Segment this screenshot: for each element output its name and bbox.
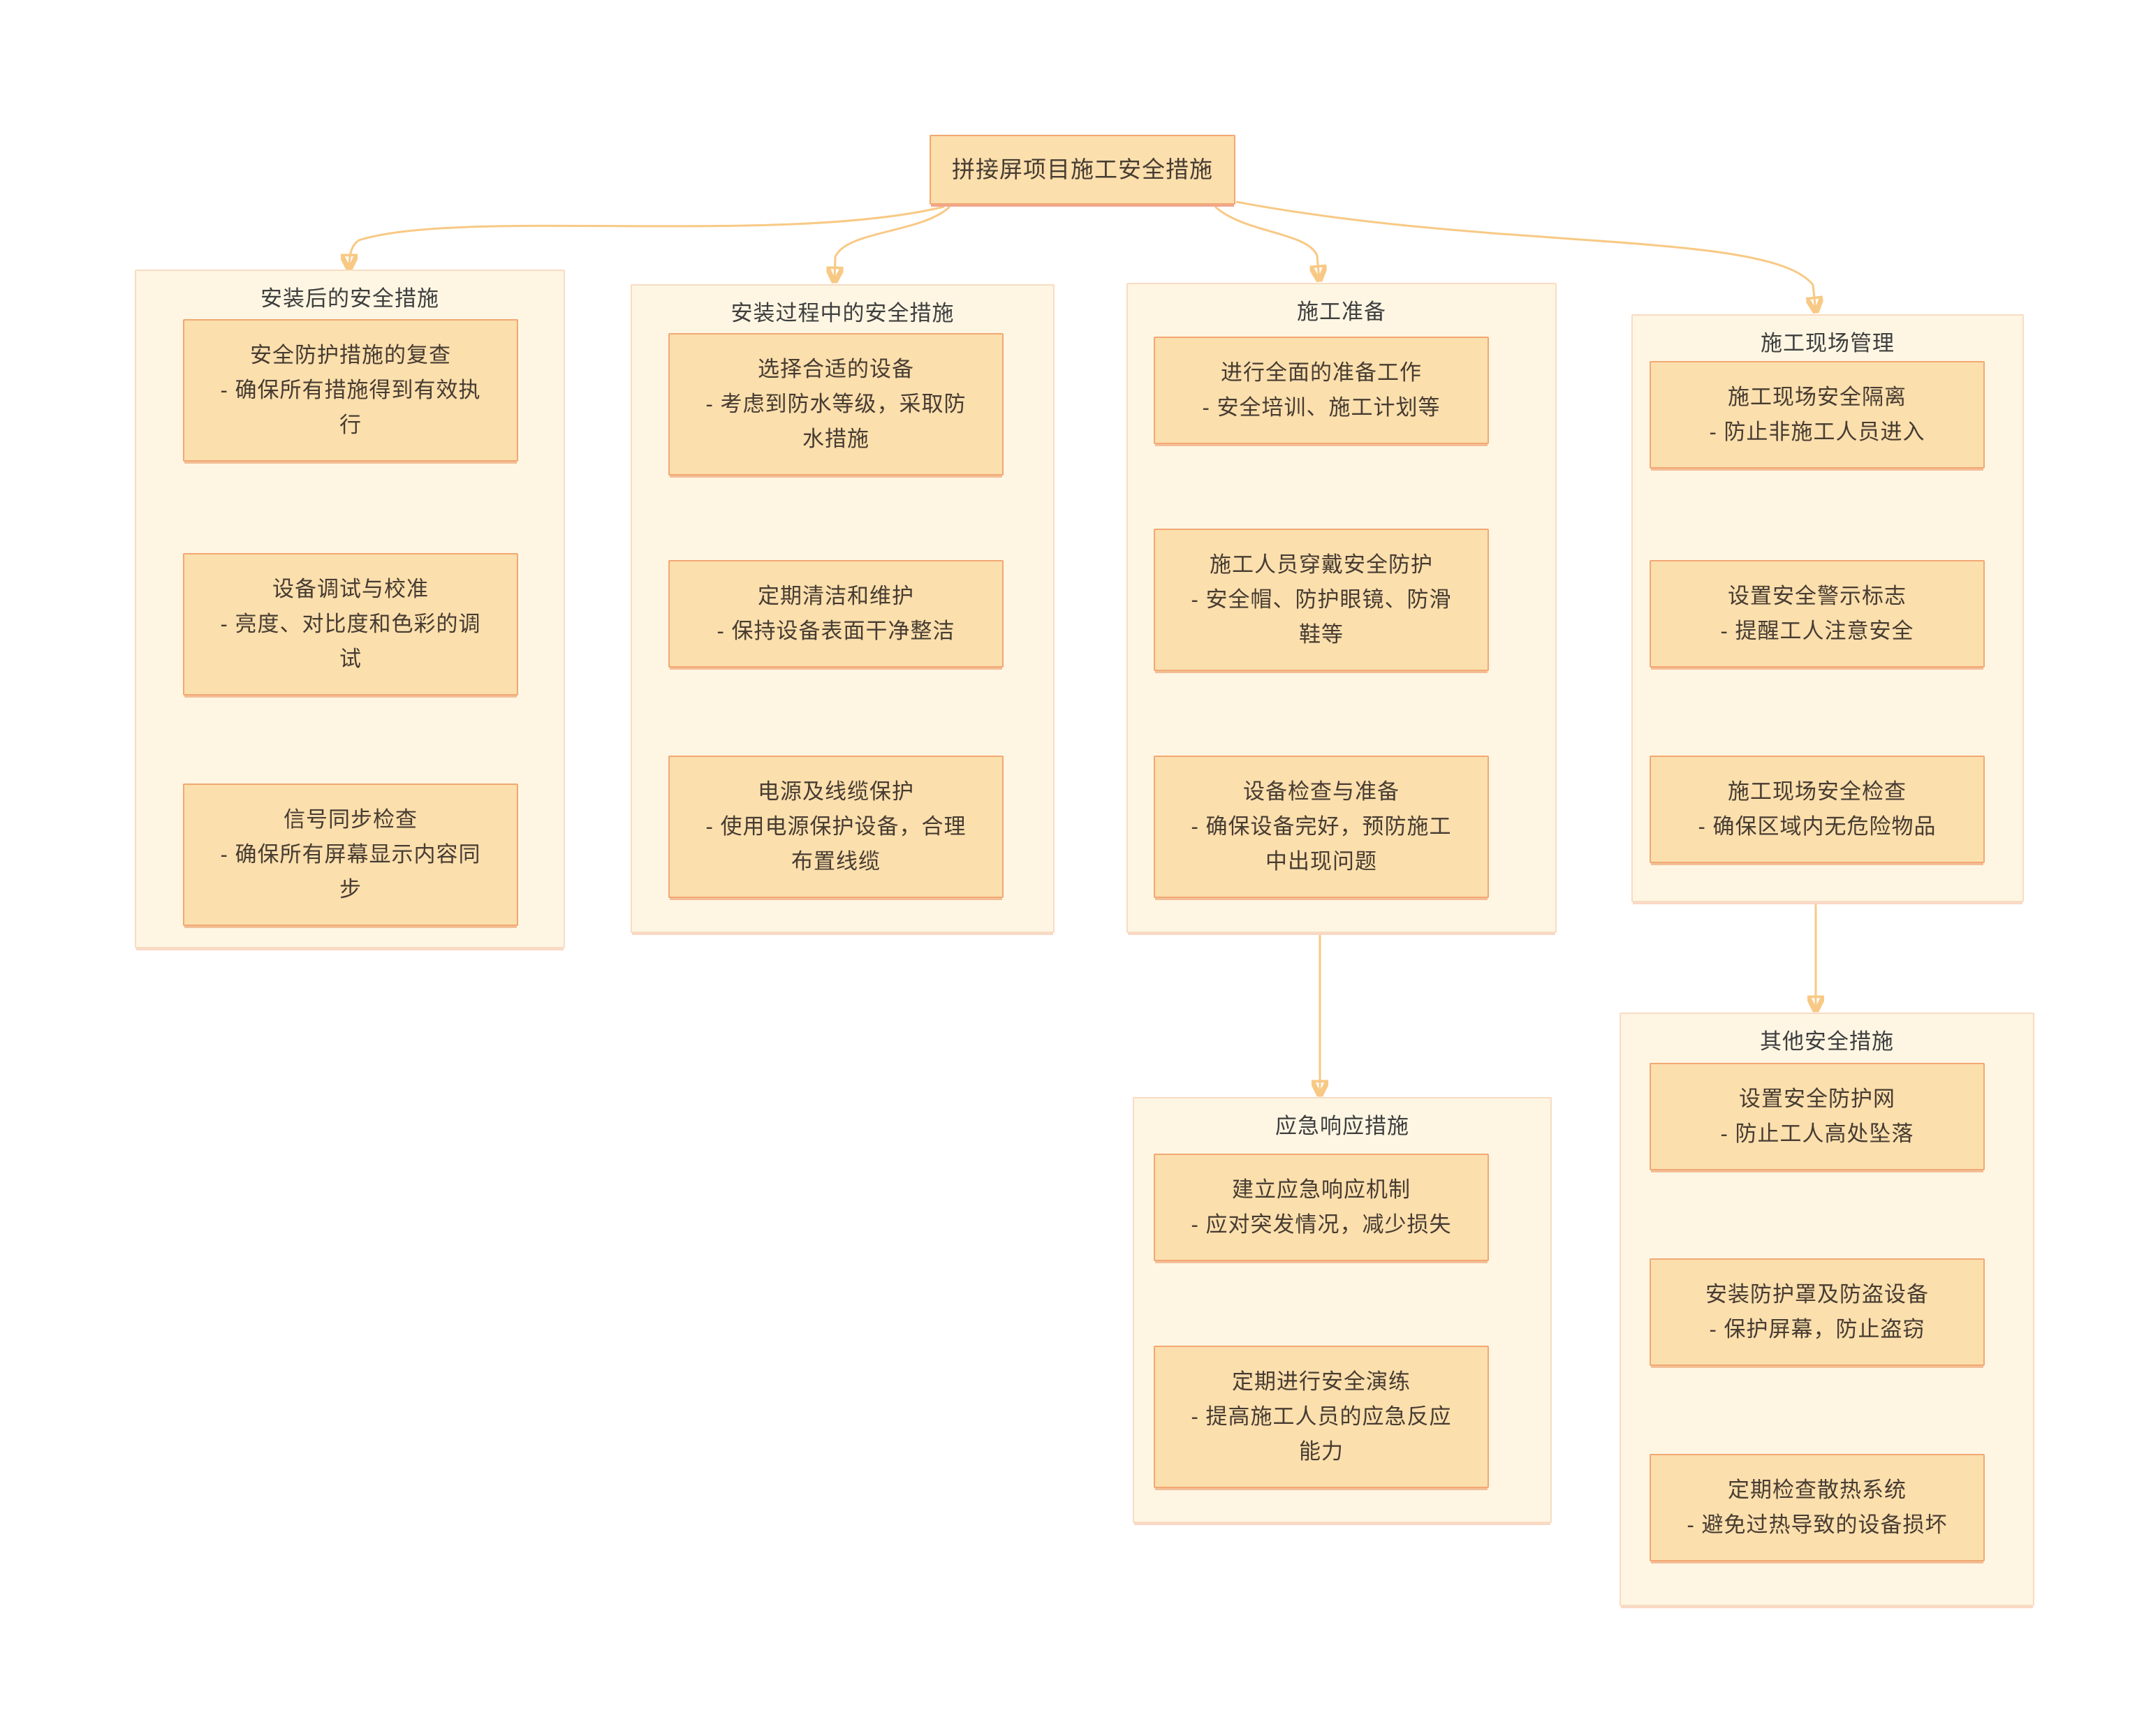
group-title: 安装过程中的安全措施	[730, 301, 955, 325]
node-desc: - 确保设备完好，预防施工 中出现问题	[1191, 814, 1452, 874]
node-desc: - 确保区域内无危险物品	[1698, 814, 1937, 839]
flow-node-site-safety-check[interactable]: 施工现场安全检查 - 确保区域内无危险物品	[1650, 756, 1985, 863]
group-installation-process-measures[interactable]: 安装过程中的安全措施 选择合适的设备 - 考虑到防水等级，采取防 水措施 定期清…	[631, 284, 1055, 933]
group-post-installation-measures[interactable]: 安装后的安全措施 安全防护措施的复查 - 确保所有措施得到有效执 行 设备调试与…	[135, 270, 565, 948]
group-site-management[interactable]: 施工现场管理 施工现场安全隔离 - 防止非施工人员进入 设置安全警示标志 - 提…	[1631, 314, 2024, 902]
flow-node-equipment-inspection[interactable]: 设备检查与准备 - 确保设备完好，预防施工 中出现问题	[1154, 756, 1489, 898]
group-title: 应急响应措施	[1275, 1114, 1409, 1138]
node-title: 设置安全防护网	[1739, 1087, 1895, 1111]
flow-node-protective-gear[interactable]: 施工人员穿戴安全防护 - 安全帽、防护眼镜、防滑 鞋等	[1154, 529, 1489, 671]
node-desc: - 应对突发情况，减少损失	[1191, 1212, 1452, 1237]
group-title: 施工准备	[1297, 300, 1386, 324]
node-title: 安全防护措施的复查	[250, 343, 451, 367]
group-title: 安装后的安全措施	[260, 286, 439, 311]
connector-root-to-group1	[349, 205, 945, 268]
connector-root-to-group2	[835, 205, 951, 281]
node-desc: - 防止工人高处坠落	[1720, 1121, 1914, 1146]
flow-node-cooling-system-check[interactable]: 定期检查散热系统 - 避免过热导致的设备损坏	[1650, 1454, 1985, 1561]
node-desc: - 保持设备表面干净整洁	[717, 619, 955, 643]
flow-node-warning-signs[interactable]: 设置安全警示标志 - 提醒工人注意安全	[1650, 560, 1985, 668]
node-title: 施工现场安全检查	[1728, 779, 1907, 804]
node-desc: - 保护屏幕，防止盗窃	[1709, 1317, 1925, 1341]
node-desc: - 确保所有措施得到有效执 行	[220, 378, 481, 437]
node-desc: - 提高施工人员的应急反应 能力	[1191, 1404, 1452, 1464]
node-title: 施工人员穿戴安全防护	[1210, 552, 1433, 577]
node-desc: - 使用电源保护设备，合理 布置线缆	[705, 814, 967, 874]
group-emergency-response[interactable]: 应急响应措施 建立应急响应机制 - 应对突发情况，减少损失 定期进行安全演练 -…	[1133, 1097, 1552, 1523]
node-desc: - 提醒工人注意安全	[1720, 619, 1914, 643]
flow-node-site-isolation[interactable]: 施工现场安全隔离 - 防止非施工人员进入	[1650, 361, 1985, 469]
flow-node-device-calibration[interactable]: 设备调试与校准 - 亮度、对比度和色彩的调 试	[183, 553, 518, 696]
group-other-safety-measures[interactable]: 其他安全措施 设置安全防护网 - 防止工人高处坠落 安装防护罩及防盗设备 - 保…	[1620, 1013, 2034, 1606]
node-title: 定期清洁和维护	[758, 584, 914, 608]
node-title: 信号同步检查	[284, 807, 418, 832]
node-desc: - 考虑到防水等级，采取防 水措施	[705, 392, 967, 451]
flow-node-full-preparation[interactable]: 进行全面的准备工作 - 安全培训、施工计划等	[1154, 337, 1489, 444]
connector-root-to-group4	[1235, 200, 1816, 311]
flow-node-equipment-selection[interactable]: 选择合适的设备 - 考虑到防水等级，采取防 水措施	[668, 333, 1004, 476]
node-title: 设备调试与校准	[272, 577, 429, 601]
group-title: 其他安全措施	[1760, 1029, 1894, 1054]
node-title: 进行全面的准备工作	[1221, 360, 1422, 385]
node-title: 选择合适的设备	[758, 357, 914, 381]
connector-root-to-group3	[1214, 205, 1319, 279]
flow-node-safety-net[interactable]: 设置安全防护网 - 防止工人高处坠落	[1650, 1063, 1985, 1170]
node-title: 设备检查与准备	[1243, 779, 1400, 804]
flow-node-signal-sync-check[interactable]: 信号同步检查 - 确保所有屏幕显示内容同 步	[183, 784, 518, 926]
node-desc: - 避免过热导致的设备损坏	[1687, 1513, 1948, 1537]
node-desc: - 安全帽、防护眼镜、防滑 鞋等	[1191, 587, 1452, 647]
node-title: 定期检查散热系统	[1728, 1478, 1907, 1502]
root-node-label: 拼接屏项目施工安全措施	[952, 156, 1213, 182]
flow-node-protective-cover[interactable]: 安装防护罩及防盗设备 - 保护屏幕，防止盗窃	[1650, 1258, 1985, 1366]
node-title: 设置安全警示标志	[1728, 584, 1907, 608]
group-construction-preparation[interactable]: 施工准备 进行全面的准备工作 - 安全培训、施工计划等 施工人员穿戴安全防护 -…	[1126, 283, 1557, 933]
flow-node-emergency-mechanism[interactable]: 建立应急响应机制 - 应对突发情况，减少损失	[1154, 1154, 1489, 1261]
node-desc: - 防止非施工人员进入	[1709, 420, 1925, 444]
node-desc: - 安全培训、施工计划等	[1202, 395, 1441, 420]
flow-node-safety-review[interactable]: 安全防护措施的复查 - 确保所有措施得到有效执 行	[183, 319, 518, 462]
root-node[interactable]: 拼接屏项目施工安全措施	[930, 135, 1235, 205]
node-title: 建立应急响应机制	[1232, 1177, 1411, 1202]
flow-node-power-cable-protection[interactable]: 电源及线缆保护 - 使用电源保护设备，合理 布置线缆	[668, 756, 1004, 898]
group-title: 施工现场管理	[1761, 331, 1895, 355]
node-title: 电源及线缆保护	[758, 779, 914, 804]
flow-node-regular-cleaning[interactable]: 定期清洁和维护 - 保持设备表面干净整洁	[668, 560, 1004, 668]
node-title: 定期进行安全演练	[1232, 1369, 1411, 1394]
node-desc: - 确保所有屏幕显示内容同 步	[220, 842, 481, 902]
node-title: 安装防护罩及防盗设备	[1705, 1282, 1929, 1307]
flow-node-safety-drills[interactable]: 定期进行安全演练 - 提高施工人员的应急反应 能力	[1154, 1346, 1489, 1488]
node-title: 施工现场安全隔离	[1728, 385, 1907, 409]
node-desc: - 亮度、对比度和色彩的调 试	[220, 612, 481, 671]
